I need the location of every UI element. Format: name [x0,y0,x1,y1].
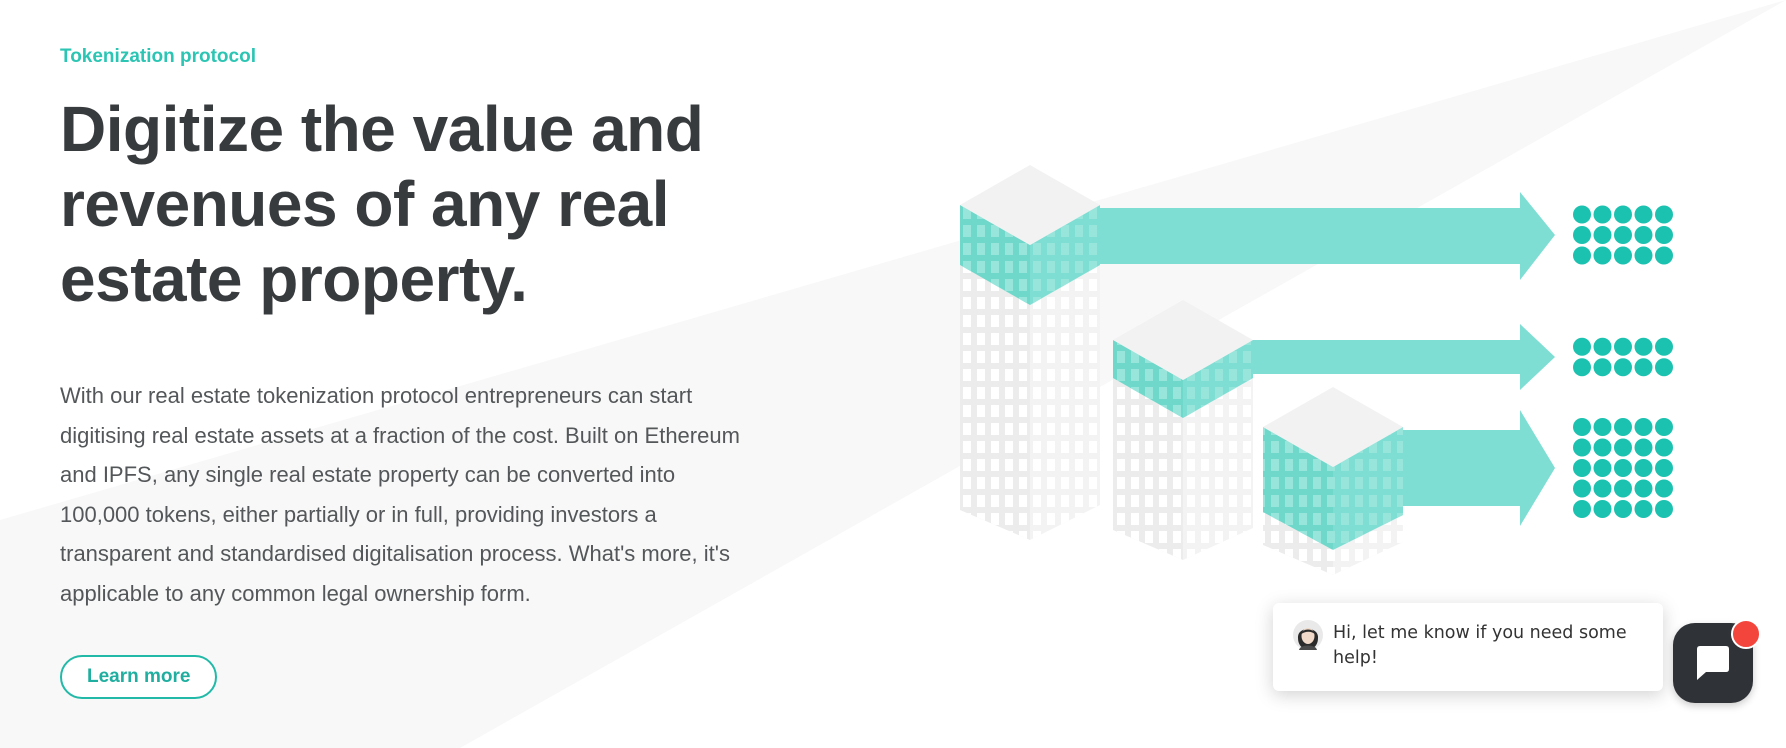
token-dot [1614,246,1632,265]
section-eyebrow: Tokenization protocol [60,46,256,67]
token-dot [1593,226,1612,244]
token-dot [1655,479,1673,498]
notification-badge [1731,619,1761,649]
token-dot [1655,205,1673,224]
token-dot [1614,418,1632,436]
page-headline: Digitize the value and revenues of any r… [60,93,704,315]
token-dot [1655,246,1673,265]
token-dot [1593,205,1612,224]
token-dot [1573,479,1591,498]
token-dot [1573,337,1591,356]
token-dot [1634,246,1653,265]
token-dot [1614,205,1632,224]
token-dot [1573,418,1591,436]
token-dot [1593,500,1612,518]
token-dot [1614,500,1632,518]
token-dot [1614,337,1632,356]
token-dot [1573,459,1591,477]
token-dot [1573,205,1591,224]
token-dot [1573,500,1591,518]
token-dot [1593,418,1612,436]
token-dot [1593,459,1612,477]
token-dot [1614,358,1632,377]
token-dot [1573,358,1591,377]
token-dot [1655,337,1673,356]
token-dot [1573,246,1591,265]
token-dot [1634,500,1653,518]
token-dot [1593,246,1612,265]
token-grids [1573,205,1673,518]
token-dot [1634,358,1653,377]
agent-avatar [1293,620,1323,650]
hero-description: With our real estate tokenization protoc… [60,383,740,606]
token-dot [1614,438,1632,457]
token-dot [1593,438,1612,457]
token-dot [1634,226,1653,244]
token-dot [1634,459,1653,477]
token-dot [1593,358,1612,377]
chat-bubble-icon [1697,646,1729,680]
token-dot [1634,479,1653,498]
arrow-bottom [1400,410,1555,526]
building-short [1263,387,1403,575]
token-dot [1655,438,1673,457]
token-dot [1614,226,1632,244]
token-dot [1593,337,1612,356]
building-medium [1113,300,1253,560]
token-dot [1634,438,1653,457]
token-dot [1573,226,1591,244]
token-dot [1634,418,1653,436]
chat-greeting-text: Hi, let me know if you need some help! [1333,623,1627,668]
token-dot [1573,438,1591,457]
arrow-middle [1250,324,1555,390]
token-dot [1614,459,1632,477]
chat-greeting-bubble[interactable]: Hi, let me know if you need some help! [1273,603,1663,691]
arrow-top [1100,192,1555,280]
token-dot [1655,358,1673,377]
token-dot [1655,500,1673,518]
token-dot [1634,205,1653,224]
token-dot [1593,479,1612,498]
token-dot [1655,418,1673,436]
token-dot [1655,459,1673,477]
learn-more-button[interactable]: Learn more [60,655,218,699]
tokenization-illustration [960,165,1673,575]
token-dot [1655,226,1673,244]
token-dot [1634,337,1653,356]
building-tall [960,165,1100,540]
token-dot [1614,479,1632,498]
